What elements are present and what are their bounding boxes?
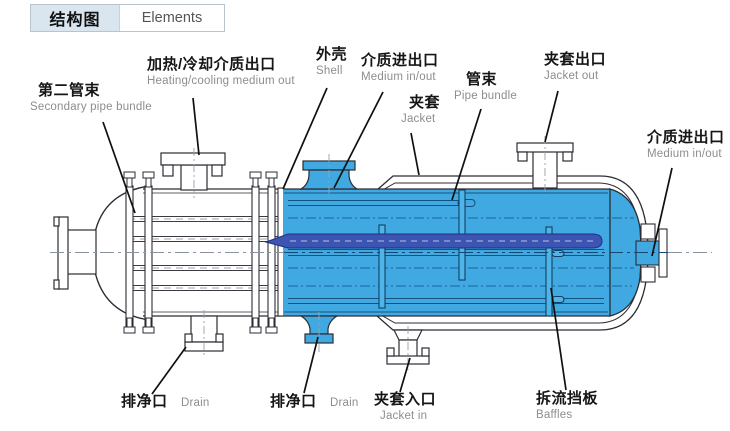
tab-elements-en[interactable]: Elements	[119, 5, 224, 31]
inner-center-pipe	[264, 233, 603, 249]
flange-bolts	[123, 171, 278, 334]
label-baffles: 拆流挡板 Baffles	[536, 390, 599, 421]
header-tabs: 结构图 Elements	[30, 4, 225, 32]
label-jacket-out: 夹套出口 Jacket out	[544, 51, 607, 82]
tab-structure-zh[interactable]: 结构图	[31, 5, 119, 31]
label-heating-cooling-out: 加热/冷却介质出口 Heating/cooling medium out	[147, 56, 295, 87]
label-jacket: 夹套 Jacket	[401, 94, 441, 125]
leader-lines	[102, 87, 673, 395]
label-jacket-in: 夹套入口 Jacket in	[374, 391, 437, 422]
label-secondary-pipe-bundle: 第二管束 Secondary pipe bundle	[30, 82, 152, 113]
label-pipe-bundle: 管束 Pipe bundle	[454, 71, 517, 102]
label-medium-in-out-top: 介质进出口 Medium in/out	[361, 52, 439, 83]
centerlines	[50, 136, 712, 370]
heating-medium-out-nozzle	[160, 152, 226, 191]
label-shell: 外壳 Shell	[316, 46, 348, 77]
label-medium-in-out-right: 介质进出口 Medium in/out	[647, 129, 725, 160]
label-drain-left: 排净口 Drain	[121, 393, 210, 410]
label-drain-mid: 排净口 Drain	[270, 393, 359, 410]
girth-flange-right	[251, 185, 285, 331]
